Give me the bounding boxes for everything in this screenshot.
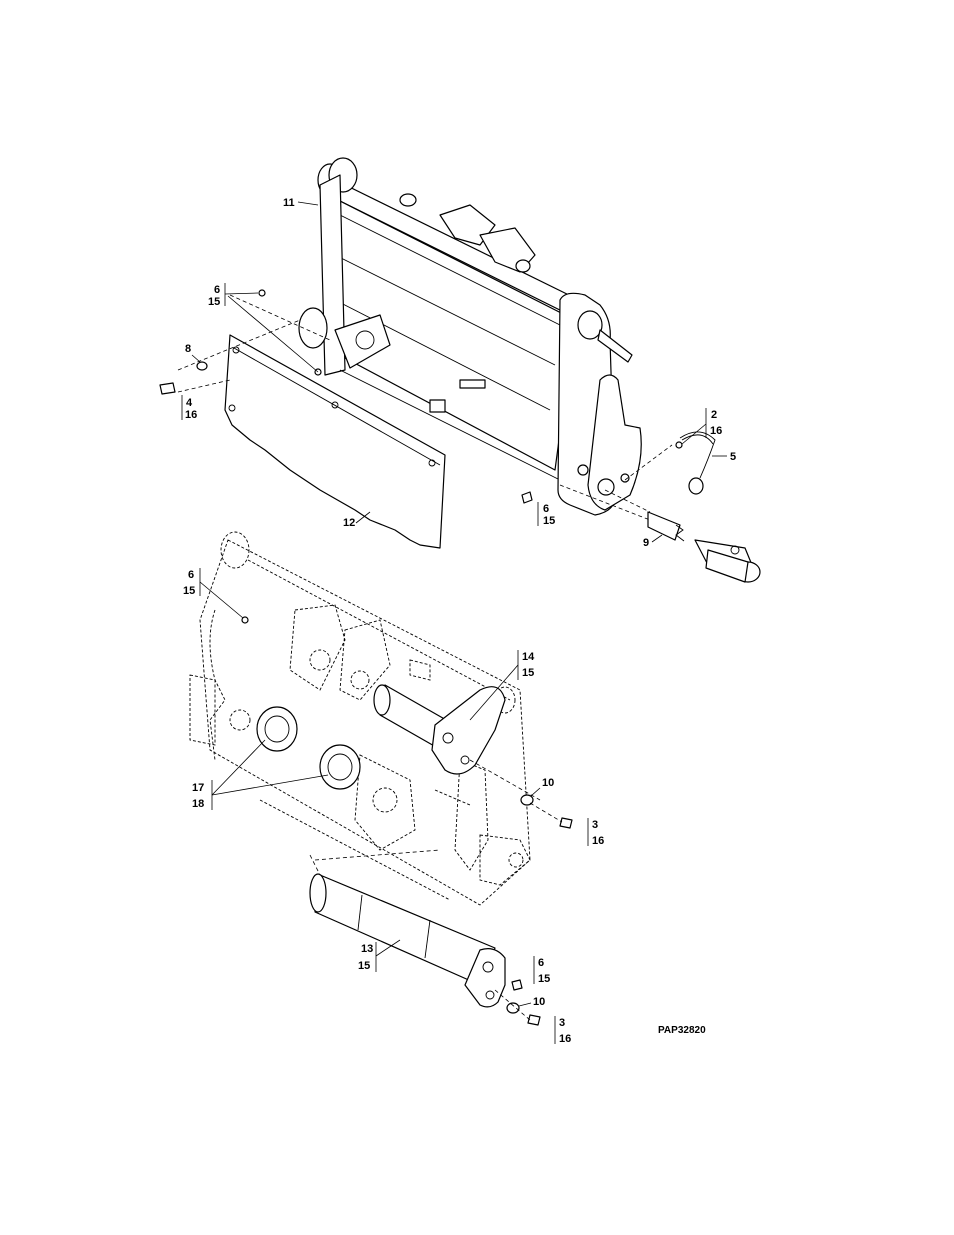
callout-15-middle: 15 bbox=[543, 515, 555, 527]
callout-3-upper: 3 bbox=[592, 819, 598, 831]
part-4-bolt bbox=[160, 383, 175, 394]
callout-6-pin: 6 bbox=[538, 957, 544, 969]
callout-13: 13 bbox=[361, 943, 373, 955]
callout-10-upper: 10 bbox=[542, 777, 554, 789]
callout-18: 18 bbox=[192, 798, 204, 810]
upper-assembly bbox=[160, 158, 760, 582]
callout-8: 8 bbox=[185, 343, 191, 355]
part-6-screw-lower bbox=[522, 492, 532, 503]
callout-17: 17 bbox=[192, 782, 204, 794]
part-3-bolt-upper bbox=[560, 818, 572, 828]
callout-16-right: 16 bbox=[710, 425, 722, 437]
callout-6-top: 6 bbox=[214, 284, 220, 296]
part-13-pin bbox=[310, 874, 505, 1007]
callout-4: 4 bbox=[186, 397, 193, 409]
part-6-screw-pin bbox=[512, 980, 522, 990]
part-10-washer-lower bbox=[507, 1003, 519, 1013]
callout-3-lower: 3 bbox=[559, 1017, 565, 1029]
callout-2: 2 bbox=[711, 409, 717, 421]
part-8-nut bbox=[197, 362, 207, 370]
lower-assembly bbox=[190, 532, 572, 1025]
callout-16-left: 16 bbox=[185, 409, 197, 421]
part-9-pin bbox=[648, 512, 760, 582]
callout-11: 11 bbox=[283, 197, 295, 209]
callout-15-top: 15 bbox=[208, 296, 220, 308]
callout-15-lower: 15 bbox=[183, 585, 195, 597]
callout-6-lower: 6 bbox=[188, 569, 194, 581]
callout-9: 9 bbox=[643, 537, 649, 549]
callout-16-upper: 16 bbox=[592, 835, 604, 847]
callout-16-lower: 16 bbox=[559, 1033, 571, 1045]
callout-15-pin14: 15 bbox=[522, 667, 534, 679]
figure-code: PAP32820 bbox=[658, 1025, 706, 1036]
callout-15-pin: 15 bbox=[538, 973, 550, 985]
callout-5: 5 bbox=[730, 451, 736, 463]
part-5-lanyard bbox=[676, 432, 715, 494]
callout-14: 14 bbox=[522, 651, 535, 663]
part-17-18-washers bbox=[257, 707, 360, 789]
part-14-pin bbox=[374, 685, 505, 774]
callout-12: 12 bbox=[343, 517, 355, 529]
callout-10-lower: 10 bbox=[533, 996, 545, 1008]
callout-15-pin13: 15 bbox=[358, 960, 370, 972]
callout-6-middle: 6 bbox=[543, 503, 549, 515]
